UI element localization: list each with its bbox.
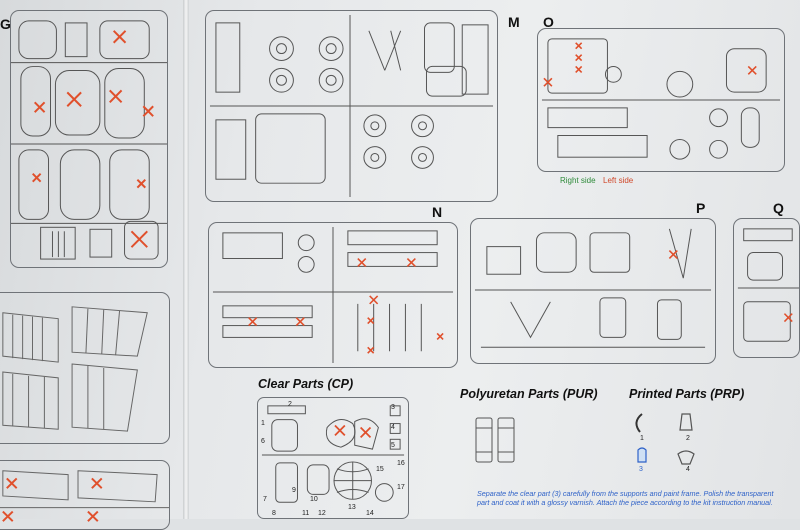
clear-part-number: 11 <box>302 510 310 517</box>
printed-parts-title: Printed Parts (PRP) <box>629 387 745 401</box>
clear-part-number: 8 <box>272 510 276 517</box>
clear-part-number: 17 <box>397 484 405 491</box>
printed-part-number: 3 <box>639 466 643 473</box>
sprue-q <box>733 218 800 358</box>
left-side-label: Left side <box>603 176 634 185</box>
clear-part-number: 10 <box>310 496 318 503</box>
sprue-o <box>537 28 785 172</box>
sprue-letter-m: M <box>508 14 520 30</box>
sprue-g <box>10 10 168 268</box>
clear-part-number: 3 <box>391 404 395 411</box>
clear-part-number: 15 <box>376 466 384 473</box>
instruction-note: Separate the clear part (3) carefully fr… <box>477 489 774 507</box>
clear-part-number: 1 <box>261 420 265 427</box>
clear-part-number: 2 <box>288 401 292 408</box>
clear-part-number: 13 <box>348 504 356 511</box>
clear-parts-title: Clear Parts (CP) <box>258 377 354 391</box>
clear-part-number: 7 <box>263 496 267 503</box>
clear-part-number: 9 <box>292 487 296 494</box>
sprue-letter-o: O <box>543 14 554 30</box>
printed-part-number: 2 <box>686 435 690 442</box>
polyurethane-parts-title: Polyuretan Parts (PUR) <box>460 387 598 401</box>
sprue-p <box>470 218 716 364</box>
printed-part-number: 4 <box>686 466 690 473</box>
sprue-letter-g: G <box>0 16 11 32</box>
sprue-lower-left <box>0 460 170 530</box>
sprue-letter-p: P <box>696 200 706 216</box>
clear-part-number: 5 <box>391 442 395 449</box>
clear-part-number: 14 <box>366 510 374 517</box>
polyurethane-parts-figure <box>474 416 518 464</box>
printed-part-number: 1 <box>640 435 644 442</box>
printed-parts-figure: 1 2 3 4 <box>628 410 708 482</box>
sprue-wings <box>0 292 170 444</box>
clear-part-number: 6 <box>261 438 265 445</box>
sprue-m <box>205 10 498 202</box>
page-fold <box>183 0 189 519</box>
right-side-label: Right side <box>560 176 596 185</box>
clear-part-number: 16 <box>397 460 405 467</box>
clear-part-number: 4 <box>391 424 395 431</box>
sprue-letter-n: N <box>432 204 443 220</box>
sprue-letter-q: Q <box>773 200 784 216</box>
sprue-clear-parts: 1 2 3 4 5 6 7 8 9 10 11 12 13 14 15 16 1… <box>257 397 409 519</box>
sprue-n <box>208 222 458 368</box>
clear-part-number: 12 <box>318 510 326 517</box>
